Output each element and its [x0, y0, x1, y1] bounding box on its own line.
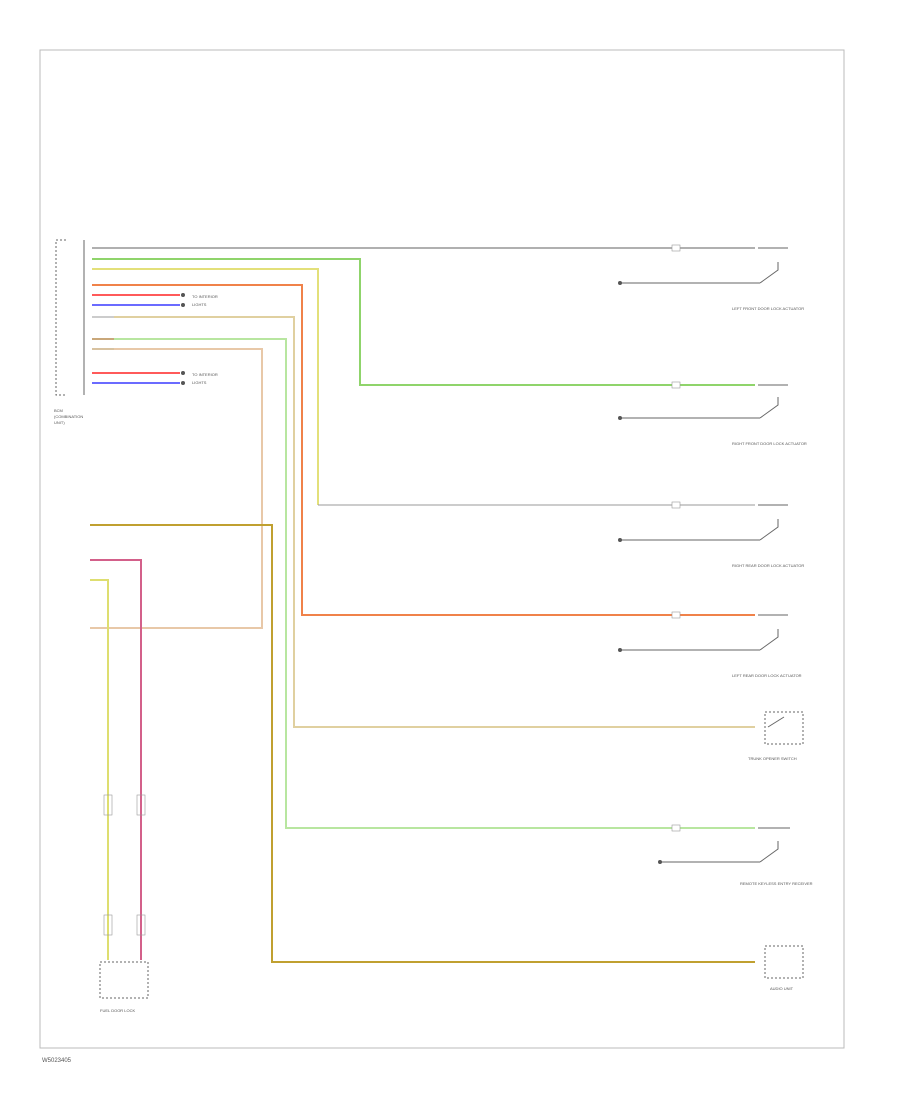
switch-left-rear-label: LEFT REAR DOOR LOCK ACTUATOR	[732, 673, 802, 678]
fuel-door-lock: FUEL DOOR LOCK	[99, 961, 149, 1013]
wire-keyless	[114, 338, 755, 829]
audio-unit: AUDIO UNIT	[764, 945, 804, 991]
to-interior-sub-2: LIGHTS	[192, 380, 207, 385]
switch-keyless-label: REMOTE KEYLESS ENTRY RECEIVER	[740, 881, 813, 886]
wire-right-rear	[114, 268, 319, 505]
bcm-line3-label: UNIT)	[54, 420, 65, 425]
to-interior-label-2: TO INTERIOR	[192, 372, 218, 377]
switch-right-front: RIGHT FRONT DOOR LOCK ACTUATOR	[618, 384, 807, 446]
wire-yellowgreen-fuel	[90, 579, 109, 960]
bcm-name-label: BCM	[54, 408, 63, 413]
diagram-frame	[39, 49, 845, 1049]
wire-left-rear	[114, 284, 755, 616]
bcm-pin-labels	[92, 247, 114, 384]
wire-right-front	[114, 258, 755, 386]
wire-gold-audio	[90, 524, 755, 963]
bcm-connector: BCM (COMBINATION UNIT)	[54, 239, 85, 425]
switch-right-rear-label: RIGHT REAR DOOR LOCK ACTUATOR	[732, 563, 804, 568]
interior-lights-ref-1: TO INTERIOR LIGHTS	[114, 293, 218, 307]
inline-connectors	[671, 244, 681, 832]
switch-left-front: LEFT FRONT DOOR LOCK ACTUATOR	[618, 247, 804, 311]
footer-code: W5023405	[42, 1058, 72, 1064]
switch-left-front-label: LEFT FRONT DOOR LOCK ACTUATOR	[732, 306, 804, 311]
switch-trunk: TRUNK OPENER SWITCH	[748, 711, 804, 761]
wire-tan	[90, 348, 263, 629]
wire-purple-fuel	[90, 559, 142, 960]
switch-trunk-label: TRUNK OPENER SWITCH	[748, 756, 797, 761]
switch-right-rear: RIGHT REAR DOOR LOCK ACTUATOR	[618, 504, 804, 568]
interior-lights-ref-2: TO INTERIOR LIGHTS	[114, 371, 218, 385]
wire-trunk	[114, 316, 755, 728]
switch-right-front-label: RIGHT FRONT DOOR LOCK ACTUATOR	[732, 441, 807, 446]
switch-keyless: REMOTE KEYLESS ENTRY RECEIVER	[658, 827, 813, 886]
bcm-line2-label: (COMBINATION	[54, 414, 83, 419]
switch-left-rear: LEFT REAR DOOR LOCK ACTUATOR	[618, 614, 802, 678]
audio-unit-label: AUDIO UNIT	[770, 986, 794, 991]
fuel-door-label: FUEL DOOR LOCK	[100, 1008, 136, 1013]
to-interior-label-1: TO INTERIOR	[192, 294, 218, 299]
to-interior-sub-1: LIGHTS	[192, 302, 207, 307]
